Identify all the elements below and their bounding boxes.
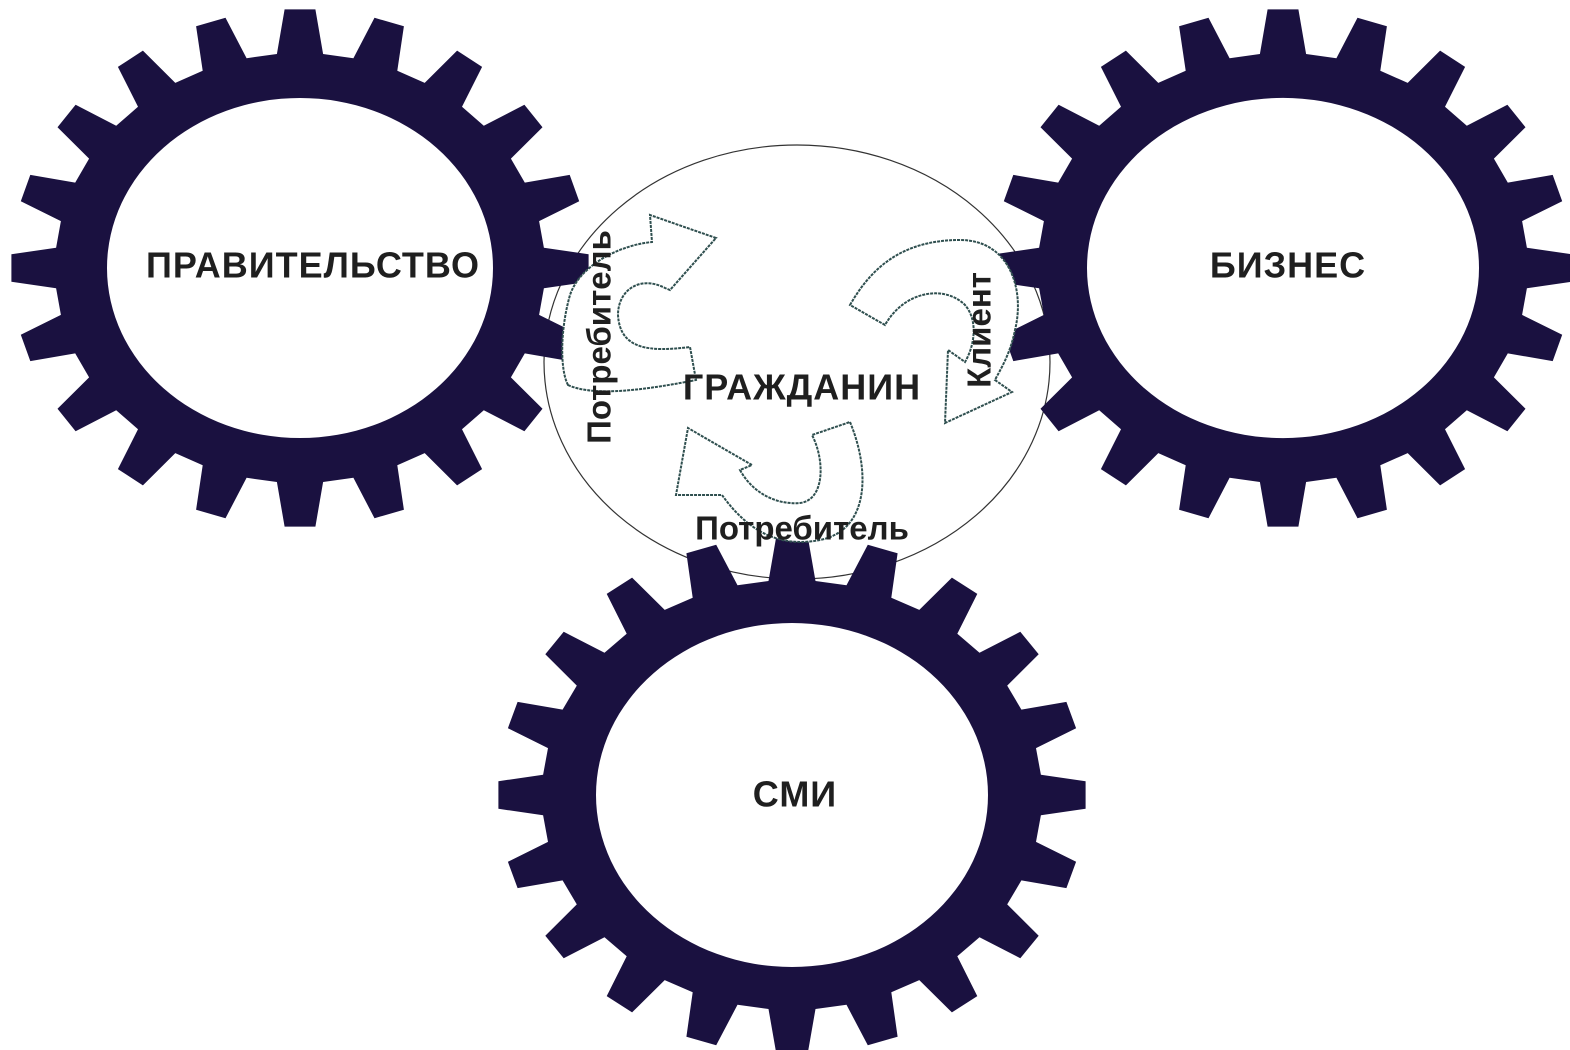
government-curved-arrow-icon [561, 213, 718, 393]
business-gear-label: БИЗНЕС [1210, 245, 1366, 286]
government-gear: ПРАВИТЕЛЬСТВО [11, 9, 589, 527]
business-curved-arrow-icon [848, 238, 1019, 425]
business-gear-icon [994, 9, 1570, 527]
government-role-label: Потребитель [581, 230, 618, 444]
media-gear-label: СМИ [753, 774, 837, 815]
government-gear-icon [11, 9, 589, 527]
business-role-label: Клиент [961, 272, 998, 388]
media-curved-arrow-icon [674, 420, 864, 543]
media-gear: СМИ [498, 536, 1086, 1050]
media-role-label: Потребитель [695, 510, 909, 547]
citizen-label: ГРАЖДАНИН [683, 367, 921, 408]
government-gear-label: ПРАВИТЕЛЬСТВО [146, 245, 480, 286]
media-gear-icon [498, 536, 1086, 1050]
business-gear: БИЗНЕС [994, 9, 1570, 527]
